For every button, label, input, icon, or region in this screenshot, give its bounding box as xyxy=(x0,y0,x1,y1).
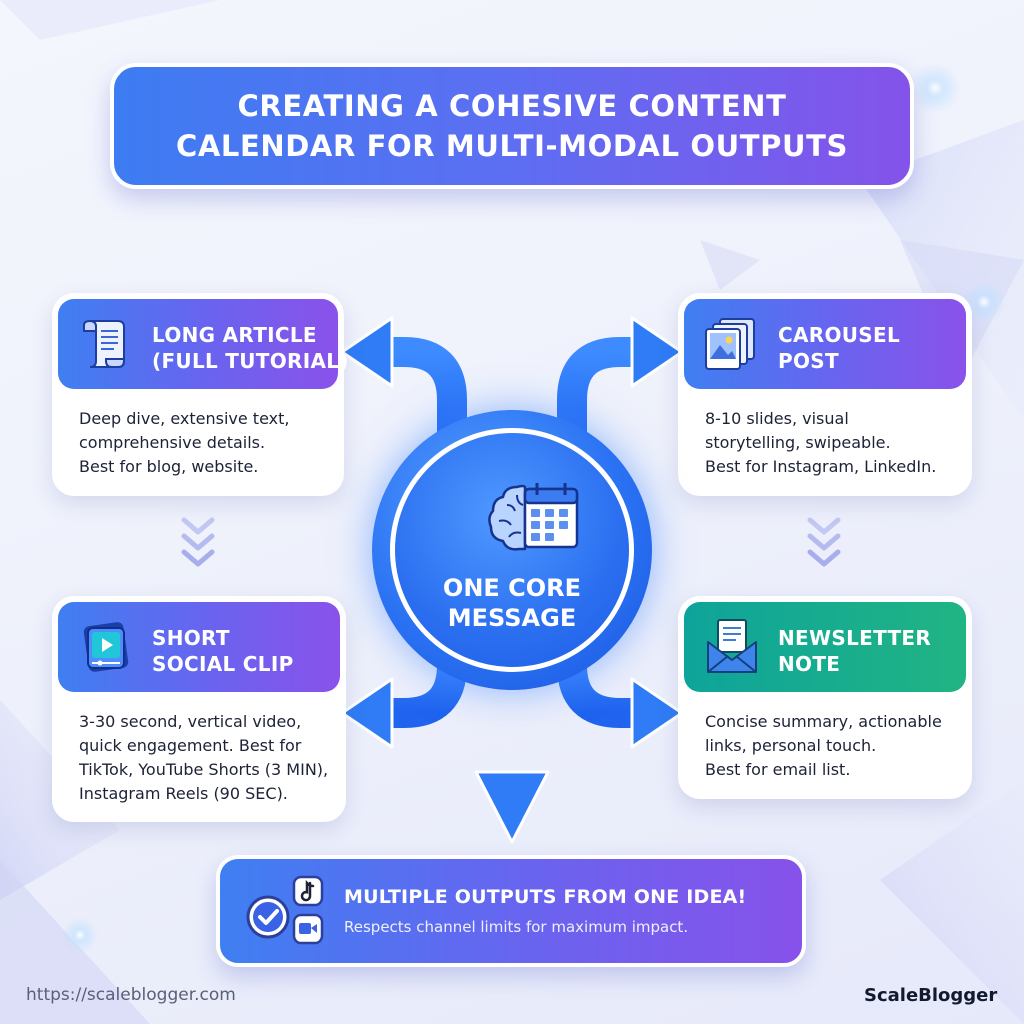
title-line-1: CREATING A COHESIVE CONTENT xyxy=(237,89,787,123)
brain-calendar-icon xyxy=(488,483,579,551)
card-title-line: CAROUSEL xyxy=(778,323,901,347)
card-header: CAROUSEL POST xyxy=(684,299,966,389)
core-message-line: ONE CORE xyxy=(442,574,582,602)
card-title-line: LONG ARTICLE xyxy=(152,323,317,347)
card-long-article: LONG ARTICLE (FULL TUTORIAL) Deep dive, … xyxy=(52,293,348,496)
chevron-down-icon-right xyxy=(807,517,841,567)
card-title-line: NEWSLETTER xyxy=(778,626,932,650)
title-line-2: CALENDAR FOR MULTI-MODAL OUTPUTS xyxy=(175,129,849,163)
card-header: SHORT SOCIAL CLIP xyxy=(58,602,340,692)
description-line: Best for email list. xyxy=(705,760,851,779)
description-line: Concise summary, actionable xyxy=(705,712,942,731)
chevron-down-icon-left xyxy=(181,517,215,567)
card-title-line: SOCIAL CLIP xyxy=(152,652,294,676)
arrow-head-bottom-right xyxy=(630,677,684,749)
core-message-line: MESSAGE xyxy=(447,604,577,632)
card-title: SHORT SOCIAL CLIP xyxy=(152,625,294,677)
video-play-icon xyxy=(83,622,129,672)
description-line: 8-10 slides, visual xyxy=(705,409,849,428)
arrow-head-down xyxy=(474,770,550,844)
card-title: LONG ARTICLE (FULL TUTORIAL) xyxy=(152,322,349,374)
card-title: CAROUSEL POST xyxy=(778,322,900,374)
core-message-hub: ONE CORE MESSAGE xyxy=(372,410,652,690)
image-stack-icon xyxy=(705,318,755,370)
outputs-banner: MULTIPLE OUTPUTS FROM ONE IDEA! Respects… xyxy=(216,855,806,967)
description-line: Instagram Reels (90 SEC). xyxy=(79,784,288,803)
card-title-line: NOTE xyxy=(778,652,841,676)
description-line: storytelling, swipeable. xyxy=(705,433,891,452)
footer-url-link[interactable]: https://scaleblogger.com xyxy=(26,985,236,1005)
card-description: Deep dive, extensive text, comprehensive… xyxy=(79,407,330,479)
description-line: comprehensive details. xyxy=(79,433,266,452)
music-note-icon xyxy=(292,875,324,907)
description-line: TikTok, YouTube Shorts (3 MIN), xyxy=(79,760,329,779)
video-camera-icon xyxy=(292,913,324,945)
description-line: links, personal touch. xyxy=(705,736,877,755)
banner-icons xyxy=(246,875,324,945)
banner-subtitle: Respects channel limits for maximum impa… xyxy=(344,918,689,936)
brand-logo-text: ScaleBlogger xyxy=(864,985,998,1006)
description-line: 3-30 second, vertical video, xyxy=(79,712,302,731)
arrow-head-bottom-left xyxy=(340,677,394,749)
card-title-line: SHORT xyxy=(152,626,230,650)
card-title-line: (FULL TUTORIAL) xyxy=(152,349,349,373)
calendar-icon xyxy=(523,483,579,549)
card-title: NEWSLETTER NOTE xyxy=(778,625,931,677)
card-description: 8-10 slides, visual storytelling, swipea… xyxy=(705,407,958,479)
card-description: 3-30 second, vertical video, quick engag… xyxy=(79,710,332,806)
description-line: Best for blog, website. xyxy=(79,457,259,476)
core-message-label: ONE CORE MESSAGE xyxy=(395,573,629,633)
card-description: Concise summary, actionable links, perso… xyxy=(705,710,958,782)
arrow-head-top-right xyxy=(630,316,684,388)
arrow-head-top-left xyxy=(340,316,394,388)
card-short-social-clip: SHORT SOCIAL CLIP 3-30 second, vertical … xyxy=(52,596,346,822)
card-header: NEWSLETTER NOTE xyxy=(684,602,966,692)
description-line: Best for Instagram, LinkedIn. xyxy=(705,457,937,476)
title-banner: CREATING A COHESIVE CONTENT CALENDAR FOR… xyxy=(110,63,914,189)
description-line: quick engagement. Best for xyxy=(79,736,302,755)
description-line: Deep dive, extensive text, xyxy=(79,409,290,428)
hub-ring: ONE CORE MESSAGE xyxy=(390,428,634,672)
banner-title: MULTIPLE OUTPUTS FROM ONE IDEA! xyxy=(344,886,747,908)
card-newsletter-note: NEWSLETTER NOTE Concise summary, actiona… xyxy=(678,596,972,799)
envelope-icon xyxy=(707,619,757,673)
card-title-line: POST xyxy=(778,349,839,373)
brain-icon xyxy=(488,484,527,551)
card-header: LONG ARTICLE (FULL TUTORIAL) xyxy=(58,299,348,389)
scroll-icon xyxy=(83,319,125,368)
card-carousel-post: CAROUSEL POST 8-10 slides, visual storyt… xyxy=(678,293,972,496)
check-circle-icon xyxy=(246,895,290,939)
